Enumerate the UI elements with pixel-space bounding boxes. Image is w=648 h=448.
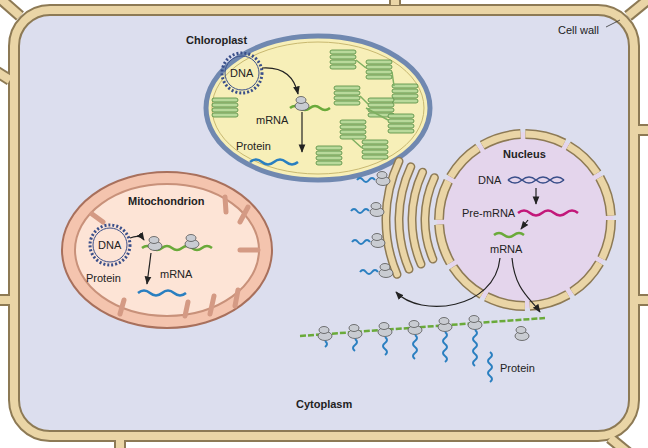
mitochondrion-outline bbox=[58, 168, 276, 332]
nucleus-interior bbox=[535, 188, 536, 204]
mitochondrion-interior bbox=[93, 228, 127, 262]
mitochondrion-interior bbox=[185, 235, 199, 249]
endoplasmic-reticulum bbox=[371, 234, 385, 248]
part-label-holder: Cell wall bbox=[558, 24, 599, 37]
cell-cytoplasm-outline bbox=[14, 10, 634, 436]
part-label: Cell wall bbox=[558, 24, 599, 36]
mitochondrion-interior bbox=[75, 184, 259, 316]
molecule-label-holder: mRNA bbox=[256, 114, 288, 127]
nucleus-outline bbox=[437, 132, 613, 308]
molecule-label: DNA bbox=[478, 174, 501, 186]
mitochondrion-interior bbox=[147, 253, 151, 284]
mitochondrion: MitochondrionDNA mRNA Protein bbox=[58, 168, 276, 332]
molecule-label-holder: Pre-mRNA bbox=[462, 207, 515, 220]
molecule-label-holder: DNA bbox=[98, 239, 121, 252]
chloroplast-outline bbox=[206, 36, 430, 180]
molecule-label: Protein bbox=[86, 272, 121, 284]
product-label-holder: Protein bbox=[500, 362, 535, 375]
molecule-label: DNA bbox=[98, 239, 121, 251]
organelle-name-holder: Mitochondrion bbox=[128, 195, 204, 208]
mitochondrion-interior bbox=[130, 236, 144, 240]
region-name: Cytoplasm bbox=[296, 398, 352, 410]
nucleus: NucleusDNA Pre-mRNA mRNA bbox=[432, 127, 618, 313]
cell-cytoplasm-outline bbox=[14, 10, 634, 436]
organelle-name-holder: Chloroplast bbox=[186, 34, 247, 47]
mitochondrion-interior bbox=[138, 291, 186, 296]
endoplasmic-reticulum bbox=[379, 264, 393, 278]
chloroplast: ChloroplastDNA mRNA Protein bbox=[182, 30, 434, 184]
molecule-label-holder: Protein bbox=[86, 272, 121, 285]
molecule-label-holder: mRNA bbox=[490, 243, 522, 256]
chloroplast-interior bbox=[301, 112, 302, 152]
mitochondrion-interior bbox=[75, 184, 259, 316]
product-label: Protein bbox=[500, 362, 535, 374]
chloroplast-outline bbox=[212, 42, 424, 174]
mitochondrion-outline bbox=[62, 172, 272, 328]
molecule-label: mRNA bbox=[256, 114, 288, 126]
molecule-label: mRNA bbox=[490, 243, 522, 255]
region-name-holder: Cytoplasm bbox=[296, 398, 352, 411]
molecule-label: Protein bbox=[236, 140, 271, 152]
molecule-label-holder: DNA bbox=[230, 67, 253, 80]
molecule-label: DNA bbox=[230, 67, 253, 79]
chloroplast-outline bbox=[182, 30, 434, 184]
nucleus-outline bbox=[439, 134, 611, 306]
cell-cytoplasm: Cytoplasm Protein ChloroplastDNA mRNA Protei… bbox=[14, 10, 634, 436]
molecule-label-holder: mRNA bbox=[160, 268, 192, 281]
nucleus-outline bbox=[439, 134, 611, 306]
molecule-label: mRNA bbox=[160, 268, 192, 280]
organelle-name-holder: Nucleus bbox=[503, 148, 546, 161]
mitochondrion-interior bbox=[90, 225, 130, 265]
organelle-name: Nucleus bbox=[503, 148, 546, 160]
molecule-label-holder: DNA bbox=[478, 174, 501, 187]
organelle-name: Mitochondrion bbox=[128, 195, 204, 207]
molecule-label-holder: Protein bbox=[236, 140, 271, 153]
molecule-label: Pre-mRNA bbox=[462, 207, 515, 219]
mitochondrion-interior bbox=[148, 237, 162, 251]
organelle-name: Chloroplast bbox=[186, 34, 247, 46]
